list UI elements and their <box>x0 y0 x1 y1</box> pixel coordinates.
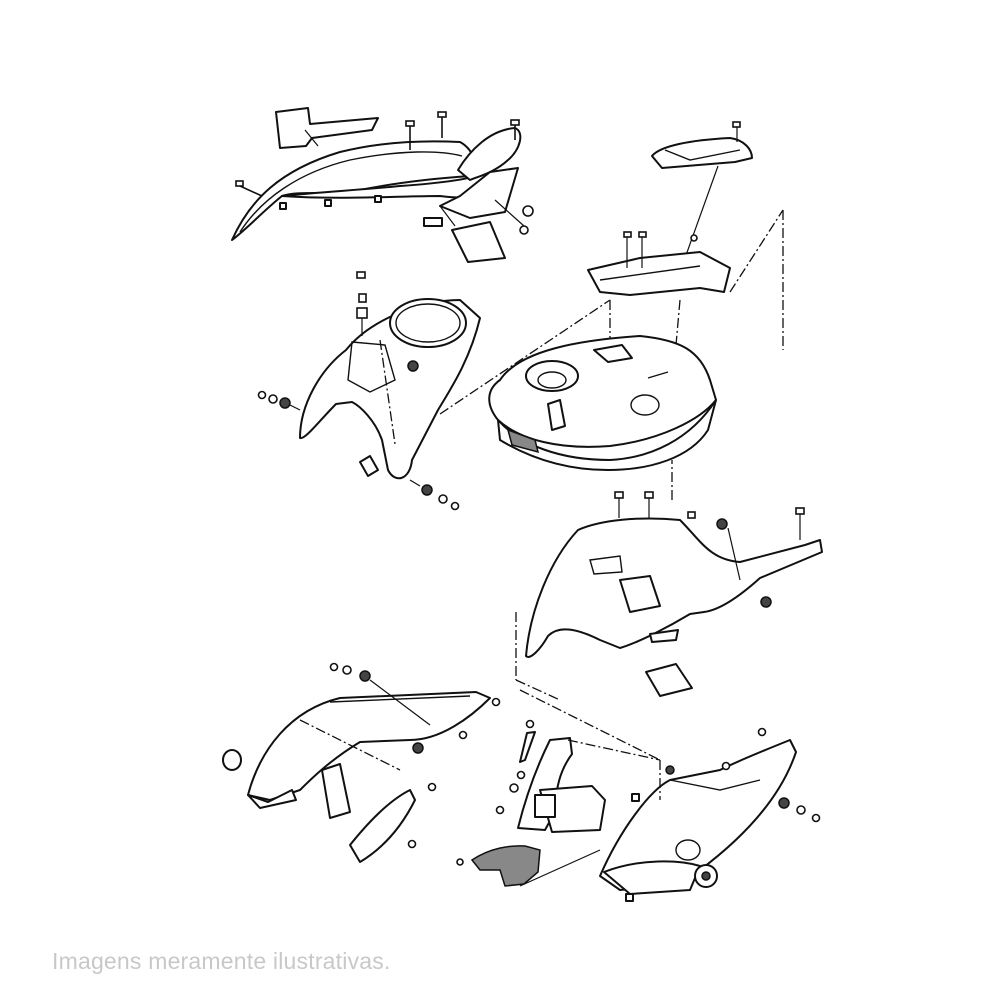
side-cowl-right <box>515 460 823 701</box>
inner-bracket-lower-middle <box>495 719 606 833</box>
upper-cowl-left <box>231 107 534 263</box>
duct-cover <box>456 845 601 887</box>
tank-cover-top <box>651 121 753 259</box>
inner-panel-lower-left <box>222 662 501 863</box>
tank-cover-bracket <box>587 209 784 350</box>
disclaimer-caption: Imagens meramente ilustrativas. <box>52 948 391 974</box>
tank-front-cover <box>257 271 611 511</box>
under-cowl-right <box>519 689 821 902</box>
fuel-tank <box>488 335 717 471</box>
decal-upper <box>275 107 379 149</box>
